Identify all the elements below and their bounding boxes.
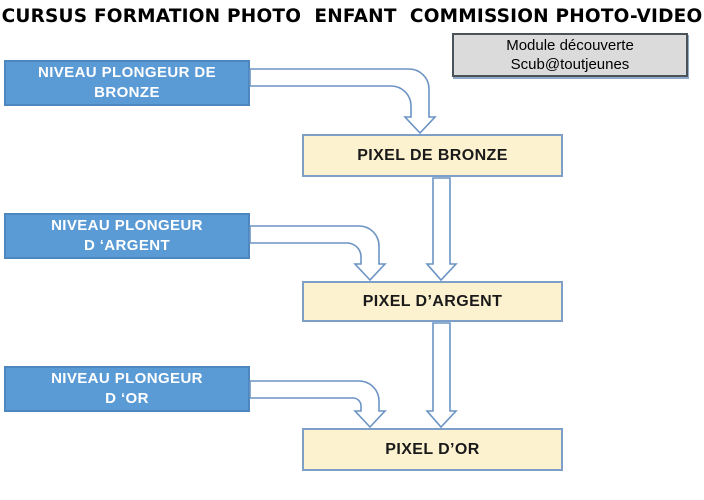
level-box-or-diver-line2: D ‘OR	[105, 390, 149, 407]
level-box-or-diver-line1: NIVEAU PLONGEUR	[51, 370, 203, 387]
pixel-box-bronze-label: PIXEL DE BRONZE	[357, 146, 508, 164]
level-box-argent-diver-line2: D ‘ARGENT	[83, 237, 171, 254]
level-box-argent-diver: NIVEAU PLONGEUR D ‘ARGENT	[4, 213, 250, 259]
module-box: Module découverte Scub@toutjeunes	[452, 33, 688, 77]
arrow-bronze-diver-to-pixel-bronze	[249, 68, 437, 135]
diagram-title: CURSUS FORMATION PHOTO ENFANT COMMISSION…	[1, 6, 703, 27]
pixel-box-or-label: PIXEL D’OR	[385, 440, 480, 458]
pixel-box-argent-label: PIXEL D’ARGENT	[362, 292, 503, 310]
level-box-argent-diver-line1: NIVEAU PLONGEUR	[51, 217, 203, 234]
level-box-bronze-diver-line2: BRONZE	[94, 84, 160, 101]
arrow-pixel-argent-to-pixel-or	[425, 322, 458, 429]
arrow-argent-diver-to-pixel-argent	[249, 225, 387, 282]
arrow-or-diver-to-pixel-or	[249, 380, 387, 429]
module-box-line1: Module découverte	[506, 37, 634, 54]
level-box-bronze-diver: NIVEAU PLONGEUR DE BRONZE	[4, 60, 250, 106]
pixel-box-argent: PIXEL D’ARGENT	[302, 281, 563, 322]
module-box-line2: Scub@toutjeunes	[510, 56, 630, 73]
arrow-pixel-bronze-to-pixel-argent	[425, 177, 458, 282]
level-box-bronze-diver-line1: NIVEAU PLONGEUR DE	[37, 64, 217, 81]
level-box-or-diver: NIVEAU PLONGEUR D ‘OR	[4, 366, 250, 412]
pixel-box-bronze: PIXEL DE BRONZE	[302, 134, 563, 177]
pixel-box-or: PIXEL D’OR	[302, 428, 563, 471]
